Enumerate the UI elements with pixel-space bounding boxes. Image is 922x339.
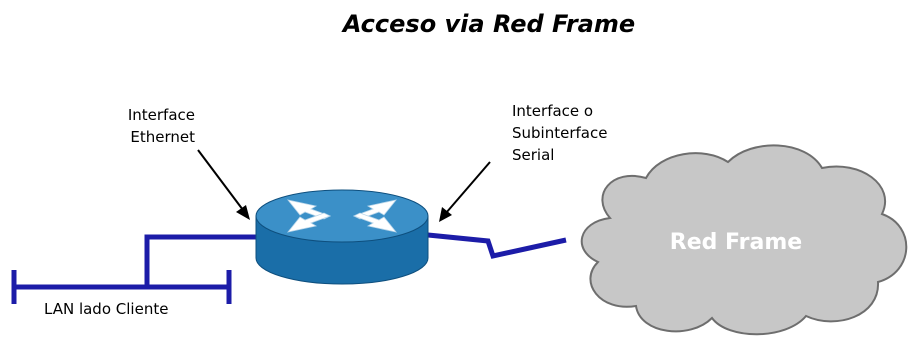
serial-pointer-arrow bbox=[439, 161, 491, 222]
serial-link bbox=[427, 232, 567, 259]
lan-segment bbox=[11, 270, 232, 304]
ethernet-pointer-arrow bbox=[197, 149, 250, 220]
diagram-title: Acceso via Red Frame bbox=[342, 10, 636, 38]
router-arrows-icon bbox=[286, 199, 398, 233]
router-top bbox=[255, 189, 429, 243]
serial-label-line2: Subinterface bbox=[512, 124, 608, 142]
serial-interface-label: Interface o Subinterface Serial bbox=[512, 100, 642, 166]
ethernet-link bbox=[144, 234, 268, 287]
serial-label-line1: Interface o bbox=[512, 102, 594, 120]
cloud-shape bbox=[580, 144, 908, 336]
cloud-label: Red Frame bbox=[669, 230, 803, 255]
router bbox=[255, 189, 429, 285]
lan-label: LAN lado Cliente bbox=[44, 300, 169, 318]
serial-label-line3: Serial bbox=[512, 146, 555, 164]
ethernet-label-line2: Ethernet bbox=[130, 128, 195, 146]
ethernet-interface-label: Interface Ethernet bbox=[100, 104, 195, 148]
ethernet-label-line1: Interface bbox=[127, 106, 195, 124]
frame-relay-cloud bbox=[580, 144, 908, 336]
